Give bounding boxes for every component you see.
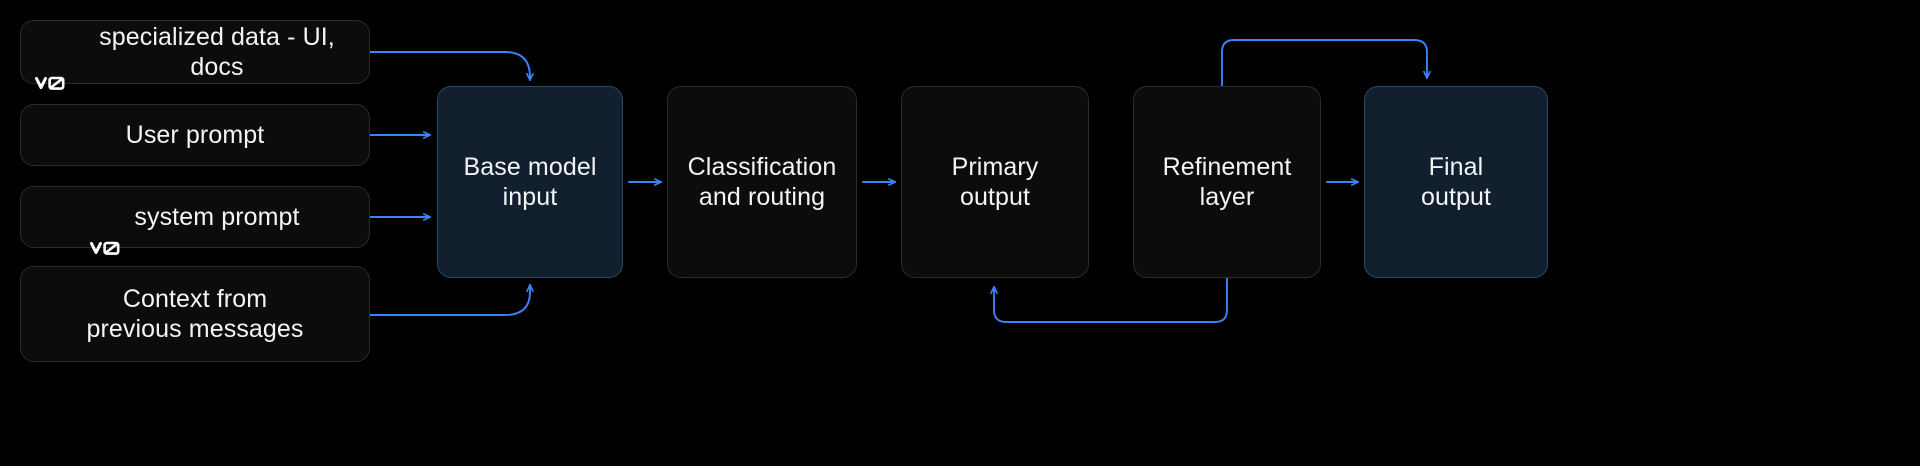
input-label-user-prompt: User prompt [125,120,265,149]
edge-context-to-base-model [369,283,534,316]
pipeline-node-final-output[interactable]: Final output [1364,86,1548,278]
pipeline-node-refinement-layer[interactable]: Refinement layer [1133,86,1321,278]
input-node-context[interactable]: Context from previous messages [20,266,370,362]
input-node-system-prompt[interactable]: system prompt [20,186,370,255]
pipeline-label-final-output: Final output [1420,152,1492,212]
pipeline-label-classification: Classification and routing [687,152,837,212]
pipeline-node-base-model[interactable]: Base model input [437,86,623,278]
input-node-user-prompt[interactable]: User prompt [20,104,370,166]
edge-primary-output-to-refinement-layer [1221,39,1431,87]
pipeline-label-base-model: Base model input [463,152,597,212]
pipeline-label-refinement-layer: Refinement layer [1162,152,1292,212]
input-label-system-prompt: system prompt [134,202,300,231]
pipeline-node-primary-output[interactable]: Primary output [901,86,1089,278]
input-node-specialized-data[interactable]: specialized data - UI, docs [20,20,370,90]
v0-logo-icon [90,207,124,255]
input-label-context: Context from previous messages [86,284,304,344]
pipeline-node-classification[interactable]: Classification and routing [667,86,857,278]
edge-refinement-layer-to-primary-output [990,277,1228,323]
v0-logo-icon [35,42,69,90]
input-label-specialized-data: specialized data - UI, docs [99,22,335,82]
edge-specialized-data-to-base-model [369,51,534,82]
pipeline-label-primary-output: Primary output [951,152,1039,212]
